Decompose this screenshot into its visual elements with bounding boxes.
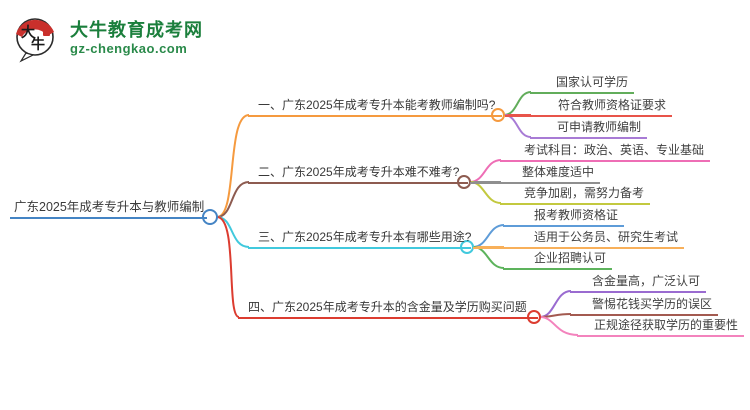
branch-node-2[interactable]: 二、广东2025年成考专升本难不难考?: [248, 164, 468, 184]
leaf-node-4-3[interactable]: 正规途径获取学历的重要性: [577, 317, 745, 337]
branch-node-3[interactable]: 三、广东2025年成考专升本有哪些用途?: [248, 229, 471, 249]
logo-char-2: 牛: [31, 36, 45, 52]
bull-logo-icon: 大 牛: [16, 18, 54, 63]
root-node[interactable]: 广东2025年成考专升本与教师编制: [10, 199, 207, 219]
logo-subtitle: gz-chengkao.com: [70, 40, 188, 56]
leaf-node-3-1[interactable]: 报考教师资格证: [503, 207, 625, 227]
leaf-node-4-2[interactable]: 警惕花钱买学历的误区: [570, 296, 719, 316]
branch-node-4[interactable]: 四、广东2025年成考专升本的含金量及学历购买问题: [238, 299, 538, 319]
leaf-node-1-2[interactable]: 符合教师资格证要求: [505, 97, 673, 117]
logo-char-1: 大: [21, 24, 35, 40]
leaf-node-1-1[interactable]: 国家认可学历: [530, 74, 635, 94]
leaf-node-2-2[interactable]: 整体难度适中: [470, 164, 601, 184]
branch-node-1[interactable]: 一、广东2025年成考专升本能考教师编制吗?: [248, 97, 502, 117]
leaf-node-3-3[interactable]: 企业招聘认可: [503, 250, 613, 270]
logo-title: 大牛教育成考网: [70, 19, 203, 40]
leaf-node-2-3[interactable]: 竞争加剧，需努力备考: [500, 185, 651, 205]
leaf-node-2-1[interactable]: 考试科目：政治、英语、专业基础: [500, 142, 711, 162]
leaf-node-3-2[interactable]: 适用于公务员、研究生考试: [473, 229, 685, 249]
leaf-node-4-1[interactable]: 含金量高，广泛认可: [570, 273, 707, 293]
site-logo[interactable]: 大 牛 大牛教育成考网 gz-chengkao.com: [12, 11, 203, 63]
leaf-node-1-3[interactable]: 可申请教师编制: [530, 119, 648, 139]
